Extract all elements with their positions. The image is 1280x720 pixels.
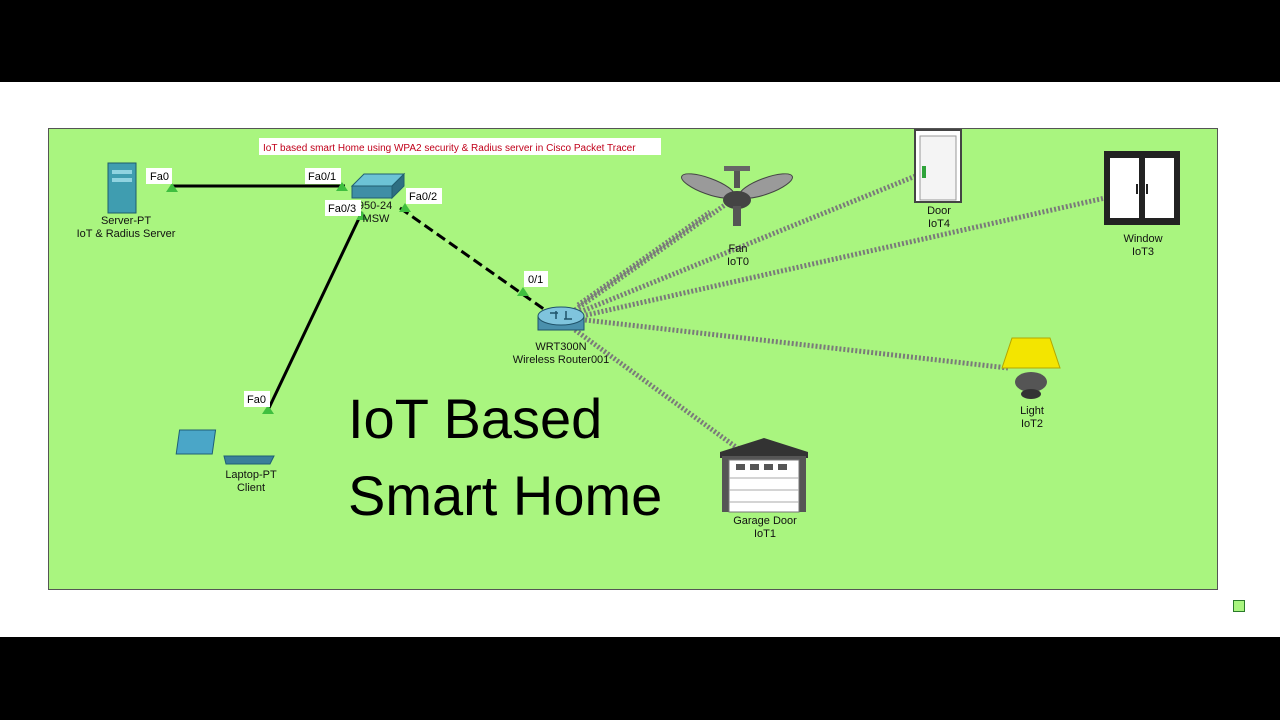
server-name-label: IoT & Radius Server [77,228,176,240]
server-type-label: Server-PT [101,215,151,227]
workspace-corner-handle[interactable] [1233,600,1245,612]
port-indicators [166,182,529,414]
laptop-icon [175,429,275,465]
window-device[interactable]: Window IoT3 [1104,151,1180,258]
switch-port-tag-fa01: Fa0/1 [305,168,341,184]
switch-port-fa03-label: Fa0/3 [328,203,356,215]
title-line-1: IoT Based [348,387,602,450]
wireless-link-fan[interactable] [573,197,734,313]
laptop-device[interactable]: Laptop-PT Client [175,429,277,494]
port-indicator-switch-fa02 [399,203,411,212]
door-type-label: Door [927,205,951,217]
port-indicator-switch-fa03 [356,211,368,220]
switch-icon [350,172,406,200]
router-device[interactable]: WRT300N Wireless Router001 [513,306,610,366]
port-indicator-server [166,183,178,192]
switch-type-label: 2950-24 [352,200,392,212]
lamp-icon [1001,337,1061,399]
door-icon [914,129,962,203]
switch-name-label: MSW [363,213,391,225]
window-type-label: Window [1123,233,1162,245]
garage-device[interactable]: Garage Door IoT1 [720,438,808,540]
note-text: IoT based smart Home using WPA2 security… [263,143,636,154]
note-banner[interactable]: IoT based smart Home using WPA2 security… [259,138,661,155]
wireless-link-fan-2[interactable] [576,209,712,308]
switch-port-tag-fa03: Fa0/3 [325,200,361,216]
light-name-label: IoT2 [1021,418,1043,430]
link-switch-laptop[interactable] [266,211,364,411]
router-type-label: WRT300N [535,341,586,353]
wireless-links [573,172,1106,453]
port-indicator-switch-fa01 [336,182,348,191]
wireless-link-light[interactable] [584,317,1009,371]
light-type-label: Light [1020,405,1044,417]
router-port-tag: 0/1 [524,271,548,287]
laptop-port-tag: Fa0 [244,391,270,407]
door-device[interactable]: Door IoT4 [914,129,962,230]
garage-name-label: IoT1 [754,528,776,540]
laptop-port-label: Fa0 [247,394,266,406]
laptop-type-label: Laptop-PT [225,469,277,481]
fan-name-label: IoT0 [727,256,749,268]
switch-port-fa02-label: Fa0/2 [409,191,437,203]
fan-device[interactable]: Fan IoT0 [679,166,795,268]
router-name-label: Wireless Router001 [513,354,610,366]
router-icon [537,306,585,331]
port-indicator-router [517,287,529,296]
server-device[interactable]: Server-PT IoT & Radius Server [77,162,176,240]
switch-device[interactable]: 2950-24 MSW [350,172,406,225]
title-line-2: Smart Home [348,464,662,527]
garage-icon [720,438,808,513]
laptop-name-label: Client [237,482,265,494]
server-port-tag: Fa0 [146,168,172,184]
server-icon [107,162,137,214]
garage-type-label: Garage Door [733,515,797,527]
port-indicator-laptop [262,405,274,414]
router-port-label: 0/1 [528,274,543,286]
link-switch-router[interactable] [399,206,549,314]
window-name-label: IoT3 [1132,246,1154,258]
ceiling-fan-icon [681,166,793,226]
switch-port-tag-fa02: Fa0/2 [406,188,442,204]
light-device[interactable]: Light IoT2 [1001,337,1061,430]
window-icon [1104,151,1180,225]
server-port-label: Fa0 [150,171,169,183]
fan-type-label: Fan [729,243,748,255]
door-name-label: IoT4 [928,218,950,230]
wireless-link-window[interactable] [581,195,1106,319]
wireless-link-door[interactable] [579,172,919,315]
switch-port-fa01-label: Fa0/1 [308,171,336,183]
